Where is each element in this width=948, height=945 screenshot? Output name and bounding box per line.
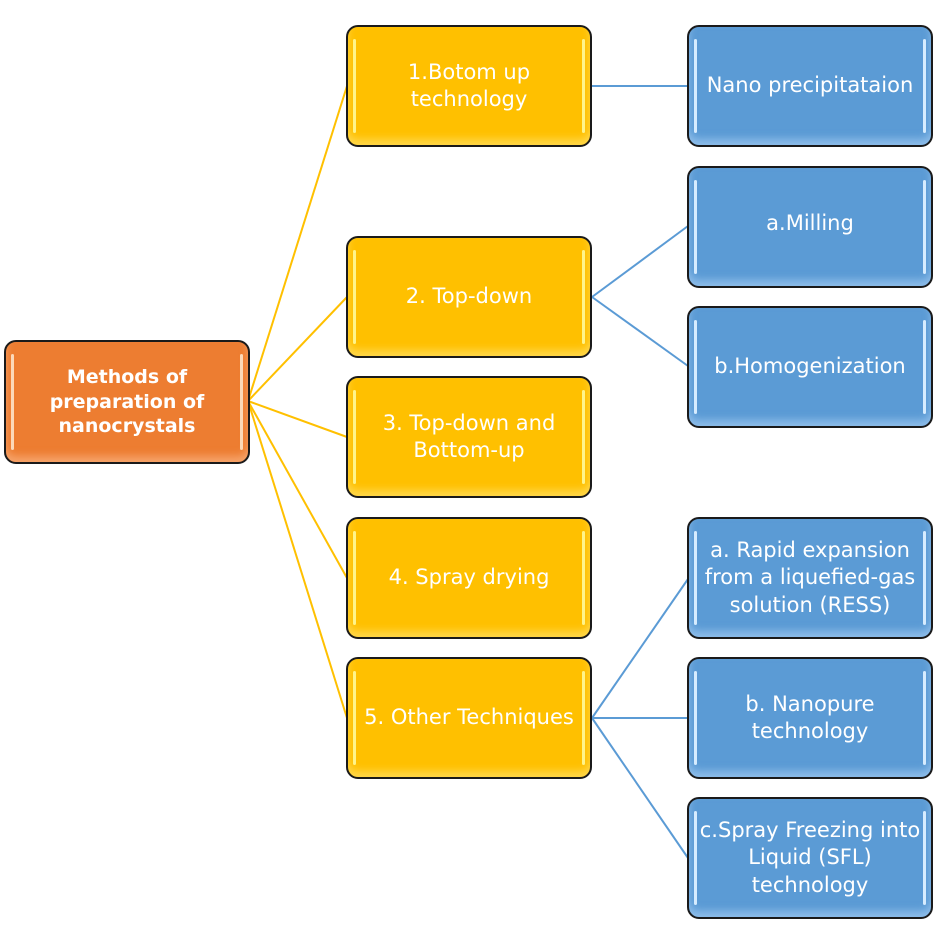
connector-method-5-to-ress: [591, 578, 689, 719]
leaf-node-sfl: c.Spray Freezing into Liquid (SFL) techn…: [687, 797, 933, 919]
connector-method-5-to-sfl: [591, 717, 689, 859]
leaf-node-label: c.Spray Freezing into Liquid (SFL) techn…: [699, 818, 921, 897]
leaf-node-homogenization: b.Homogenization: [687, 306, 933, 428]
connector-method-2-to-milling: [591, 225, 689, 298]
leaf-node-label: a.Milling: [766, 211, 854, 235]
method-node-other-techniques: 5. Other Techniques: [346, 657, 592, 779]
leaf-node-nano-precipitation: Nano precipitataion: [687, 25, 933, 147]
leaf-node-label: b. Nanopure technology: [745, 691, 875, 743]
leaf-node-ress: a. Rapid expansion from a liquefied-gas …: [687, 517, 933, 639]
method-node-top-down: 2. Top-down: [346, 236, 592, 358]
leaf-node-nanopure: b. Nanopure technology: [687, 657, 933, 779]
method-node-bottom-up: 1.Botom up technology: [346, 25, 592, 147]
connector-method-2-to-homogenization: [591, 296, 689, 367]
method-node-label: 3. Top-down and Bottom-up: [382, 410, 556, 462]
root-node-label: Methods of preparation of nanocrystals: [49, 365, 205, 438]
leaf-node-label: b.Homogenization: [714, 354, 906, 379]
connector-root-to-method-5: [247, 400, 348, 719]
leaf-node-milling: a.Milling: [687, 166, 933, 288]
connector-root-to-method-3: [247, 400, 348, 438]
method-node-label: 5. Other Techniques: [364, 705, 574, 730]
method-node-label: 2. Top-down: [405, 284, 533, 309]
leaf-node-label: Nano precipitataion: [706, 73, 914, 98]
leaf-node-label: a. Rapid expansion from a liquefied-gas …: [704, 538, 916, 617]
method-node-spray-drying: 4. Spray drying: [346, 517, 592, 639]
connector-root-to-method-4: [247, 400, 348, 579]
method-node-label: 1.Botom up technology: [407, 59, 531, 111]
connector-root-to-method-2: [247, 296, 348, 402]
method-node-top-down-and-bottom-up: 3. Top-down and Bottom-up: [346, 376, 592, 498]
connector-root-to-method-1: [247, 85, 348, 402]
root-node: Methods of preparation of nanocrystals: [4, 340, 250, 464]
method-node-label: 4. Spray drying: [388, 565, 550, 590]
